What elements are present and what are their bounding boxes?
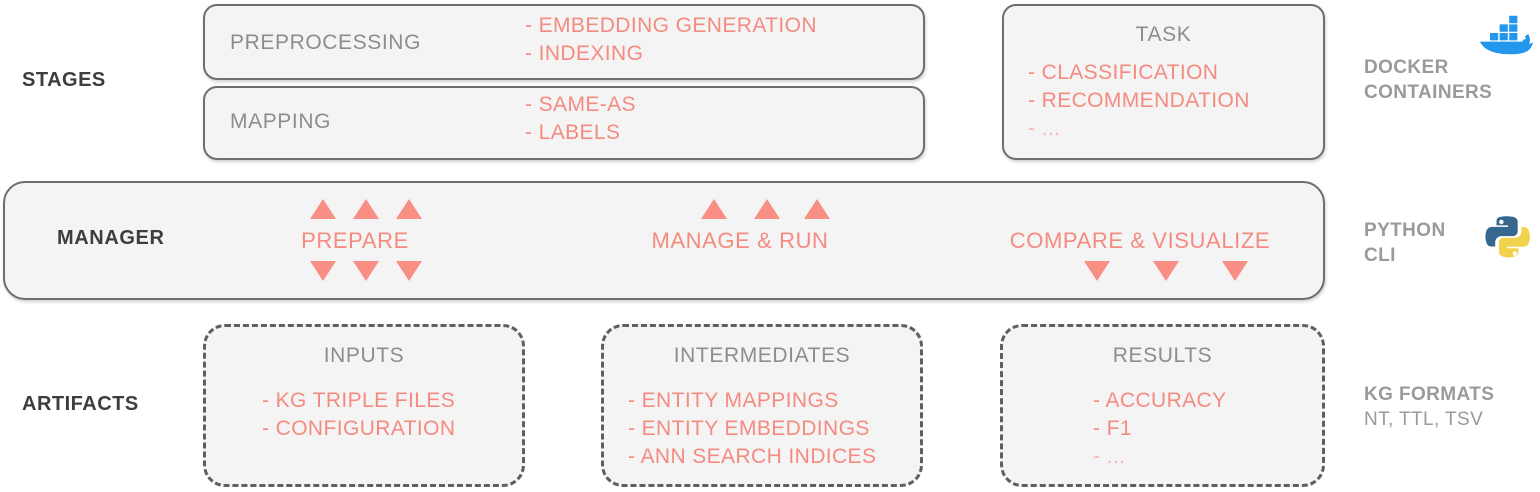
artifact-item: - ENTITY EMBEDDINGS	[628, 417, 870, 440]
artifact-item-ellipsis: - ...	[1093, 445, 1126, 468]
artifact-box-intermediates[interactable]: INTERMEDIATES - ENTITY MAPPINGS - ENTITY…	[601, 324, 923, 487]
stage-item: - CLASSIFICATION	[1028, 61, 1219, 84]
arrow-up-icon	[804, 199, 830, 219]
arrow-up-icon	[754, 199, 780, 219]
tech-label-kg-formats-line2: NT, TTL, TSV	[1364, 409, 1484, 430]
arrow-up-icon	[310, 199, 336, 219]
tech-label-docker: DOCKER CONTAINERS	[1364, 55, 1492, 105]
stage-box-preprocessing[interactable]: PREPROCESSING - EMBEDDING GENERATION - I…	[203, 4, 925, 80]
tech-label-python-line2: CLI	[1364, 245, 1396, 266]
arrow-down-icon	[396, 261, 422, 281]
artifact-items-inputs: - KG TRIPLE FILES - CONFIGURATION	[262, 387, 455, 443]
arrow-up-icon	[396, 199, 422, 219]
tech-label-kg-formats: KG FORMATS NT, TTL, TSV	[1364, 382, 1494, 432]
row-label-artifacts: ARTIFACTS	[22, 393, 139, 415]
stage-box-mapping[interactable]: MAPPING - SAME-AS - LABELS	[203, 86, 925, 160]
artifact-item: - CONFIGURATION	[262, 417, 456, 440]
arrow-down-icon	[1222, 261, 1248, 281]
tech-label-python-line1: PYTHON	[1364, 220, 1446, 241]
artifact-items-intermediates: - ENTITY MAPPINGS - ENTITY EMBEDDINGS - …	[628, 387, 876, 471]
row-label-stages: STAGES	[22, 69, 106, 91]
stage-items-preprocessing: - EMBEDDING GENERATION - INDEXING	[525, 12, 817, 68]
artifact-items-results: - ACCURACY - F1 - ...	[1093, 387, 1227, 471]
artifact-item: - ACCURACY	[1093, 389, 1227, 412]
stage-item: - SAME-AS	[525, 93, 636, 116]
manager-phase-prepare[interactable]: PREPARE	[301, 228, 409, 253]
manager-phase-manage-and-run[interactable]: MANAGE & RUN	[651, 228, 829, 253]
stage-box-task[interactable]: TASK - CLASSIFICATION - RECOMMENDATION -…	[1002, 4, 1325, 160]
stage-title-task: TASK	[1135, 23, 1192, 46]
artifact-item: - ANN SEARCH INDICES	[628, 445, 877, 468]
stage-items-mapping: - SAME-AS - LABELS	[525, 91, 636, 147]
arrow-up-icon	[353, 199, 379, 219]
artifact-title-intermediates: INTERMEDIATES	[673, 344, 851, 367]
manager-phase-compare-and-visualize[interactable]: COMPARE & VISUALIZE	[1009, 228, 1271, 253]
stage-title-preprocessing: PREPROCESSING	[230, 31, 422, 54]
artifact-box-inputs[interactable]: INPUTS - KG TRIPLE FILES - CONFIGURATION	[203, 324, 525, 487]
artifact-item: - F1	[1093, 417, 1132, 440]
tech-label-kg-formats-line1: KG FORMATS	[1364, 384, 1495, 405]
tech-label-docker-line1: DOCKER	[1364, 57, 1449, 78]
stage-title-mapping: MAPPING	[230, 110, 332, 133]
tech-label-python: PYTHON CLI	[1364, 218, 1446, 268]
manager-bar[interactable]: MANAGER PREPARE MANAGE & RUN COMPARE & V…	[3, 181, 1325, 300]
arrow-down-icon	[310, 261, 336, 281]
stage-item: - LABELS	[525, 121, 621, 144]
manager-bar-label: MANAGER	[57, 227, 165, 249]
arrow-down-icon	[1084, 261, 1110, 281]
artifact-item: - KG TRIPLE FILES	[262, 389, 456, 412]
python-logo-icon	[1483, 213, 1533, 268]
artifact-title-results: RESULTS	[1112, 344, 1213, 367]
stage-items-task: - CLASSIFICATION - RECOMMENDATION - ...	[1028, 59, 1250, 143]
artifact-box-results[interactable]: RESULTS - ACCURACY - F1 - ...	[1000, 324, 1325, 487]
arrow-down-icon	[1153, 261, 1179, 281]
stage-item: - RECOMMENDATION	[1028, 89, 1250, 112]
stage-item: - EMBEDDING GENERATION	[525, 14, 817, 37]
stage-item-ellipsis: - ...	[1028, 117, 1061, 140]
artifact-title-inputs: INPUTS	[323, 344, 405, 367]
artifact-item: - ENTITY MAPPINGS	[628, 389, 839, 412]
arrow-up-icon	[701, 199, 727, 219]
docker-whale-icon	[1478, 13, 1534, 64]
arrow-down-icon	[353, 261, 379, 281]
stage-item: - INDEXING	[525, 42, 644, 65]
tech-label-docker-line2: CONTAINERS	[1364, 82, 1493, 103]
